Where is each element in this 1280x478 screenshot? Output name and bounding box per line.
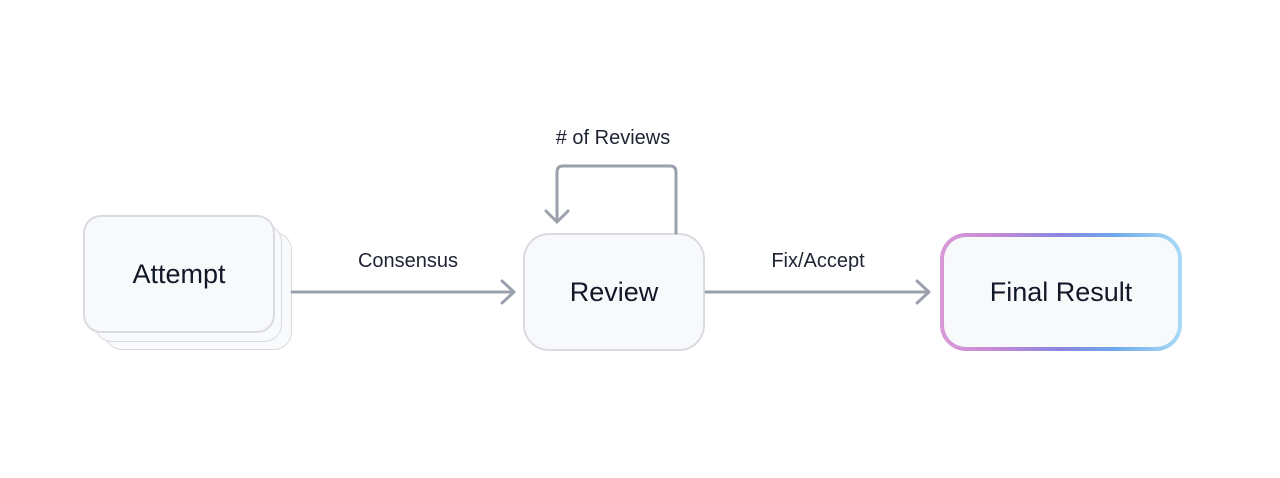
review-label: Review — [569, 276, 659, 307]
final-result-inner: Final Result — [944, 237, 1178, 347]
consensus-arrowhead-icon — [500, 279, 516, 305]
review-loop-arrowhead-icon — [544, 209, 570, 224]
reviews-count-label: # of Reviews — [555, 127, 671, 149]
attempt-node[interactable]: Attempt — [83, 215, 275, 333]
fix-accept-label: Fix/Accept — [771, 250, 865, 272]
review-node[interactable]: Review — [523, 233, 705, 351]
final-result-label: Final Result — [989, 276, 1133, 307]
consensus-label: Consensus — [357, 250, 459, 272]
fix-accept-arrowhead-icon — [915, 279, 931, 305]
review-loop-edge — [555, 164, 678, 235]
attempt-label: Attempt — [132, 258, 226, 289]
final-result-node[interactable]: Final Result — [940, 233, 1182, 351]
